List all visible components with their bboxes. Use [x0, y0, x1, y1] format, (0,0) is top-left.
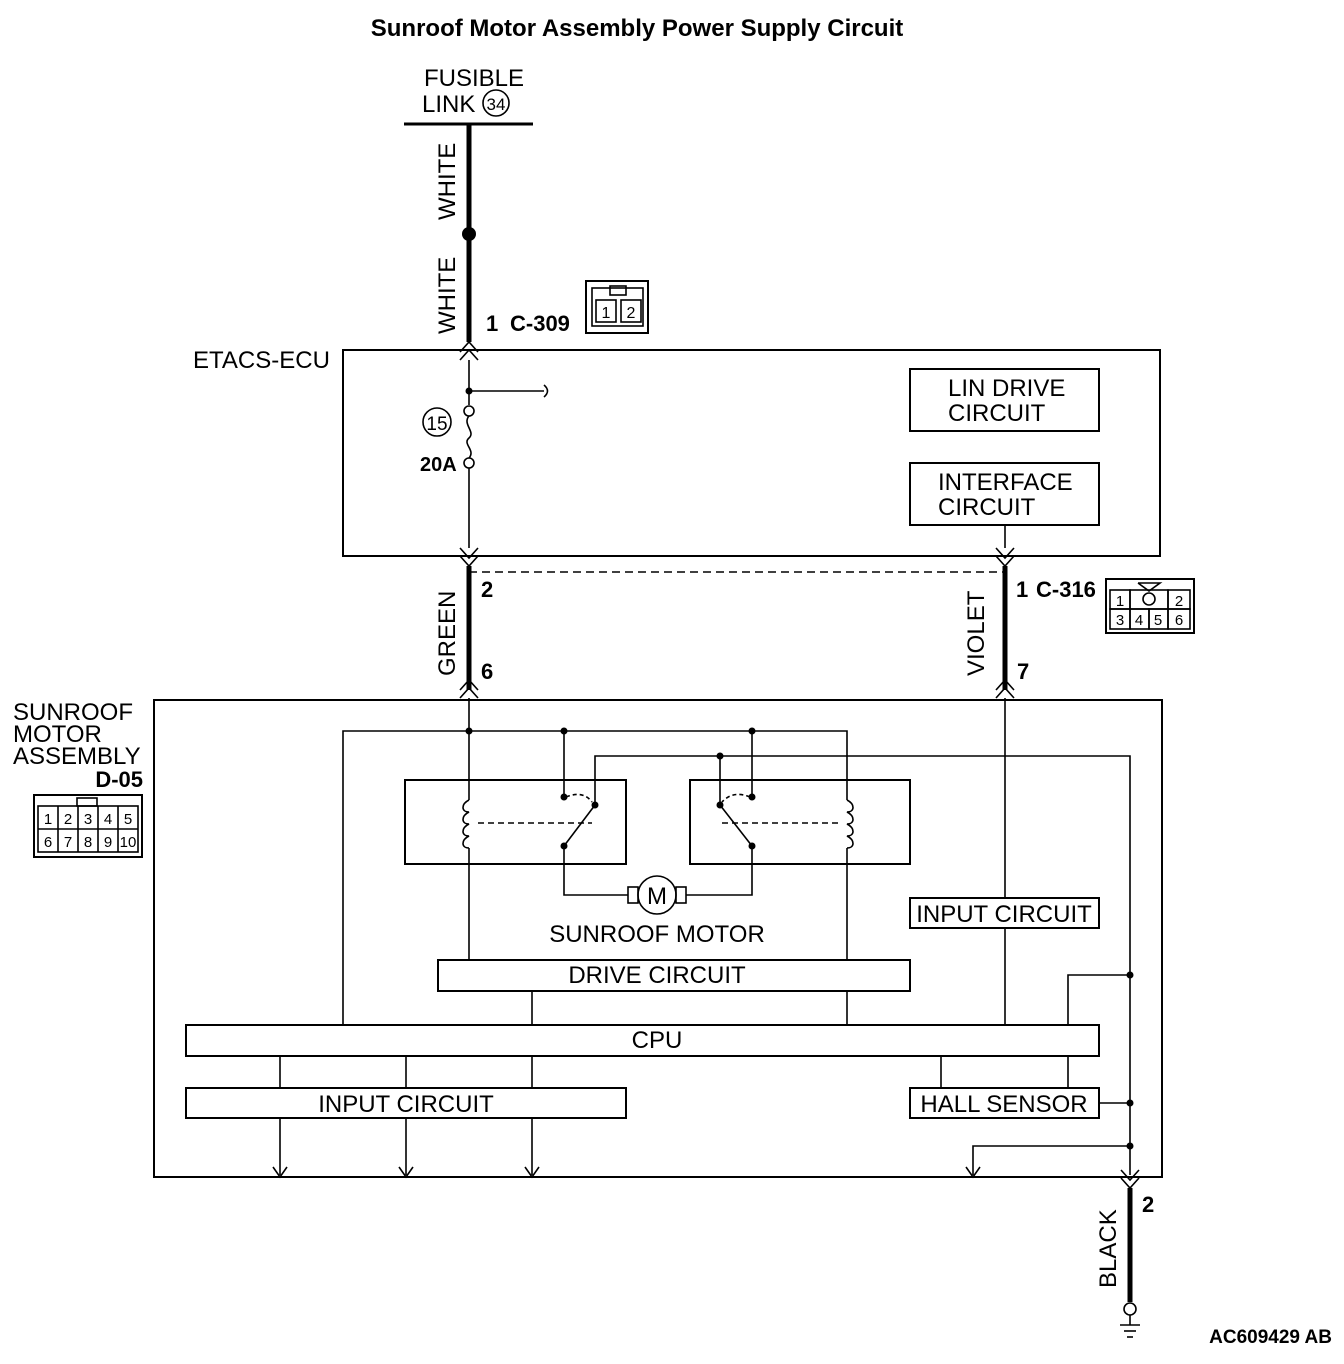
- pin-number: 6: [481, 659, 493, 684]
- svg-text:9: 9: [104, 834, 112, 851]
- fusible-link-number-circle: [482, 89, 510, 117]
- ground-terminal: [1123, 1302, 1137, 1316]
- svg-text:2: 2: [1175, 593, 1183, 610]
- connector-chevron: [459, 686, 479, 699]
- sunroof-motor: [627, 875, 687, 915]
- connector-chevron: [1120, 1169, 1140, 1182]
- svg-text:8: 8: [84, 834, 92, 851]
- connector-chevron: [459, 348, 479, 361]
- fuse-terminal: [463, 457, 475, 469]
- interface-circuit-label: CIRCUIT: [938, 494, 1036, 521]
- pin-number: 2: [481, 577, 493, 602]
- fuse-terminal: [463, 405, 475, 417]
- svg-text:2: 2: [64, 811, 72, 828]
- connector-chevron: [459, 547, 479, 560]
- lin-drive-circuit-box: [909, 368, 1100, 432]
- svg-text:3: 3: [84, 811, 92, 828]
- input-circuit-right-label: INPUT CIRCUIT: [916, 901, 1092, 928]
- lin-drive-circuit-label: CIRCUIT: [948, 400, 1046, 427]
- cpu-box: [185, 1024, 1100, 1057]
- sunroof-motor-assembly-label: MOTOR: [13, 721, 102, 748]
- relay-left: [462, 793, 628, 896]
- connector-c316-symbol: 1 2 3 4 5 6: [1105, 578, 1195, 634]
- pin-number: 2: [1142, 1192, 1154, 1217]
- svg-text:3: 3: [1116, 612, 1124, 629]
- svg-text:4: 4: [104, 811, 112, 828]
- svg-text:10: 10: [120, 834, 137, 851]
- pin-number: 1: [486, 311, 498, 336]
- fuse-rating: 20A: [420, 454, 457, 476]
- connector-chevron: [459, 678, 479, 691]
- fusible-link-number: 34: [487, 95, 506, 114]
- sunroof-motor-assembly-label: SUNROOF: [13, 699, 133, 726]
- relay-right-box: [689, 779, 911, 865]
- connector-id-d05: D-05: [95, 767, 143, 792]
- svg-text:4: 4: [1135, 612, 1143, 629]
- hall-sensor-label: HALL SENSOR: [920, 1091, 1087, 1118]
- figure-code: AC609429 AB: [1209, 1327, 1332, 1348]
- connector-chevron: [995, 547, 1015, 560]
- drive-circuit-box: [437, 959, 911, 992]
- relay-left-box: [404, 779, 627, 865]
- connector-d05-symbol: 1 2 3 4 5 6 7 8 9 10: [33, 794, 143, 858]
- wire-color-label-green: GREEN: [434, 591, 461, 676]
- fuse-number: 15: [426, 414, 447, 435]
- etacs-ecu-label: ETACS-ECU: [193, 347, 330, 374]
- svg-text:2: 2: [627, 305, 636, 322]
- pin-number: 7: [1017, 659, 1029, 684]
- svg-text:1: 1: [1116, 593, 1124, 610]
- sunroof-motor-label: SUNROOF MOTOR: [549, 921, 765, 948]
- interface-circuit-label: INTERFACE: [938, 469, 1073, 496]
- drive-circuit-label: DRIVE CIRCUIT: [568, 962, 746, 989]
- lin-drive-circuit-label: LIN DRIVE: [948, 375, 1065, 402]
- connector-chevron: [995, 678, 1015, 691]
- relay-right: [686, 793, 854, 896]
- junction-dot: [462, 227, 476, 241]
- wire-color-label-black: BLACK: [1095, 1209, 1122, 1288]
- wire-color-label-white: WHITE: [434, 143, 461, 220]
- connector-c309-symbol: 1 2: [585, 280, 649, 334]
- connector-chevron: [995, 686, 1015, 699]
- diagram-title: Sunroof Motor Assembly Power Supply Circ…: [371, 15, 904, 42]
- input-circuit-left-label: INPUT CIRCUIT: [318, 1091, 494, 1118]
- svg-text:6: 6: [1175, 612, 1183, 629]
- fuse-element: [466, 415, 472, 459]
- connector-id-c316: C-316: [1036, 577, 1096, 602]
- svg-text:1: 1: [44, 811, 52, 828]
- svg-text:5: 5: [124, 811, 132, 828]
- motor-symbol: M: [647, 883, 667, 910]
- svg-text:5: 5: [1154, 612, 1162, 629]
- sunroof-motor-assembly-label: ASSEMBLY: [13, 743, 141, 770]
- cpu-label: CPU: [632, 1027, 683, 1054]
- svg-text:1: 1: [602, 305, 611, 322]
- sunroof-motor-assembly-box: [153, 699, 1163, 1178]
- wire-color-label-white: WHITE: [434, 257, 461, 334]
- fuse-number-circle: [422, 407, 452, 437]
- fusible-link-label: FUSIBLE: [424, 65, 524, 92]
- wire-color-label-violet: VIOLET: [963, 590, 990, 676]
- pin-number: 1: [1016, 577, 1028, 602]
- svg-text:7: 7: [64, 834, 72, 851]
- etacs-ecu-box: [342, 349, 1161, 557]
- fusible-link-label: LINK: [422, 91, 475, 118]
- connector-chevron: [459, 340, 479, 353]
- ground-icon: [1120, 1315, 1140, 1338]
- svg-text:6: 6: [44, 834, 52, 851]
- connector-id-c309: C-309: [510, 311, 570, 336]
